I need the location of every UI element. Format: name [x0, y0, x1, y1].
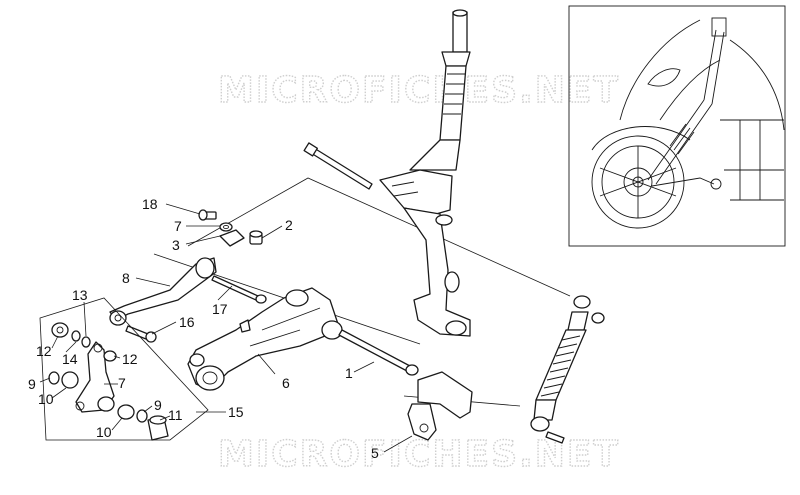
callout-11: 11 [168, 407, 183, 423]
washer-6 [219, 222, 233, 232]
callout-15: 15 [228, 404, 244, 420]
callout-8: 8 [122, 270, 130, 286]
callout-13: 13 [72, 287, 88, 303]
callout-labels: 18 7 3 2 8 17 16 6 1 5 15 13 12 14 12 7 … [28, 196, 379, 461]
fork-body [379, 169, 471, 337]
callout-18: 18 [142, 196, 158, 212]
bushing-2 [249, 230, 263, 245]
callout-7: 7 [118, 375, 126, 391]
callout-10-right: 10 [96, 424, 112, 440]
callout-14: 14 [62, 351, 78, 367]
callout-9-left: 9 [28, 376, 36, 392]
callout-2: 2 [285, 217, 293, 233]
bolt-17 [211, 275, 267, 304]
scooter-inset [568, 5, 786, 247]
link-arm-8 [109, 257, 217, 326]
callout-9-right: 9 [154, 397, 162, 413]
callout-4: 5 [371, 445, 379, 461]
bracket-3 [219, 229, 245, 247]
callout-12-left: 12 [36, 343, 52, 359]
axle-bolt-1 [338, 329, 419, 376]
swing-arm-5 [187, 287, 343, 391]
steering-column [409, 9, 471, 171]
bolt-16 [125, 325, 157, 343]
callout-10-left: 10 [38, 391, 54, 407]
watermark-bottom: MICROFICHES.NET [218, 434, 620, 475]
callout-5: 6 [282, 375, 290, 391]
leader-lines [39, 203, 413, 453]
callout-1: 1 [345, 365, 353, 381]
fork-bolt [303, 142, 373, 190]
callout-16: 16 [179, 314, 195, 330]
callout-12-right: 12 [122, 351, 138, 367]
watermark-top: MICROFICHES.NET [218, 70, 620, 111]
bolt-18 [198, 209, 217, 221]
callout-3: 3 [172, 237, 180, 253]
callout-17: 17 [212, 301, 228, 317]
callout-6: 7 [174, 218, 182, 234]
bracket-4 [407, 371, 473, 441]
sub-assembly-box [39, 297, 209, 441]
shock-absorber [530, 295, 605, 444]
